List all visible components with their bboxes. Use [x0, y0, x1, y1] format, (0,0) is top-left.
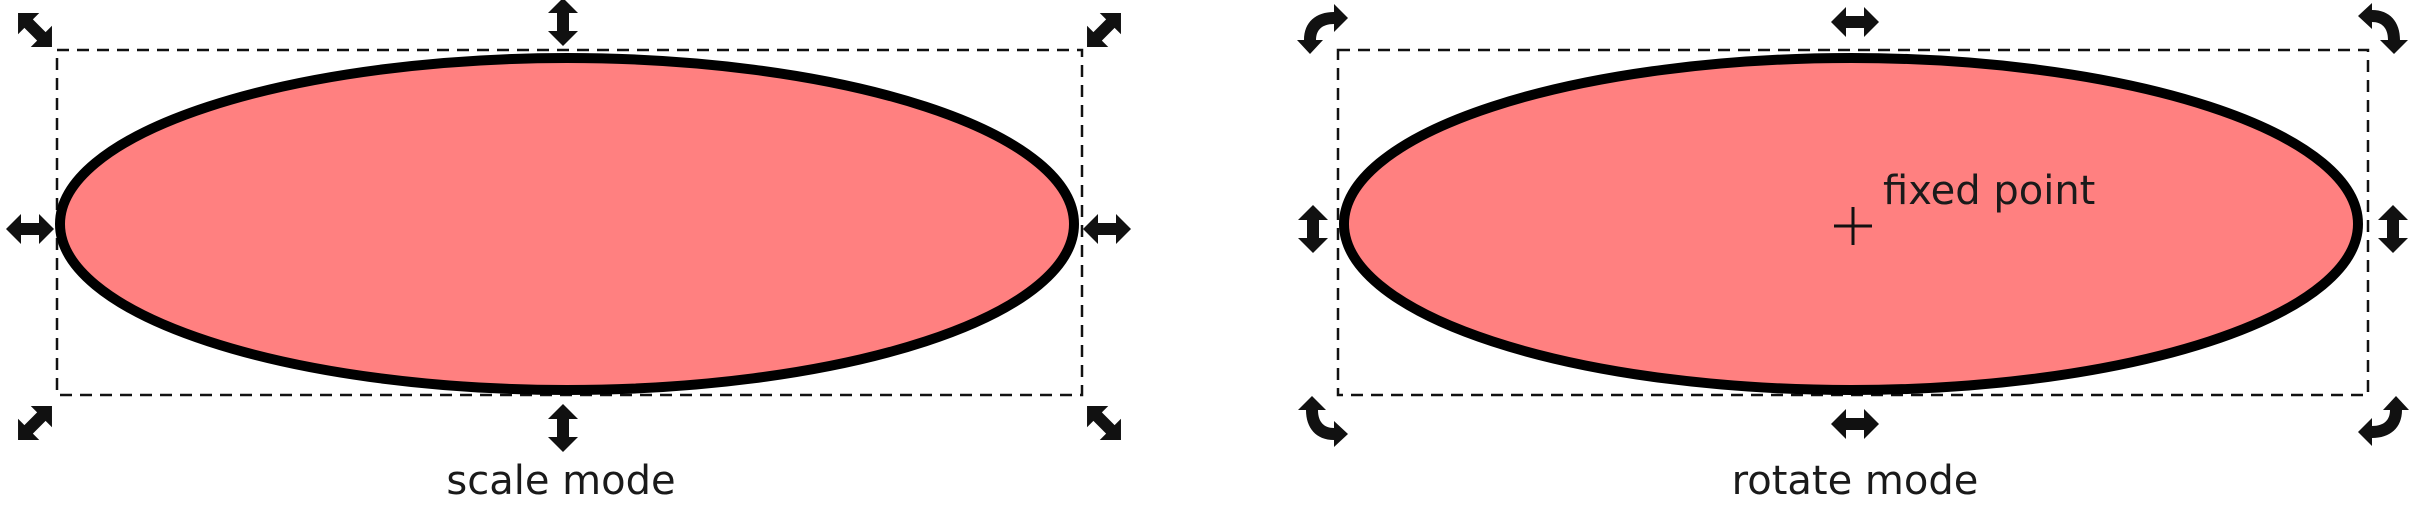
scale-horizontal-arrow-icon[interactable] [6, 214, 54, 244]
scale-mode-caption: scale mode [446, 458, 675, 504]
rotate-corner-arrow-icon[interactable] [1297, 4, 1348, 54]
scale-mode-panel: scale mode [6, 0, 1132, 504]
scale-horizontal-arrow-icon[interactable] [1083, 214, 1131, 244]
skew-vertical-arrow-icon[interactable] [2378, 205, 2408, 253]
rotate-mode-caption: rotate mode [1732, 458, 1979, 504]
scale-diagonal-arrow-icon[interactable] [1076, 395, 1132, 451]
fixed-point-crosshair-icon[interactable] [1834, 207, 1872, 245]
skew-horizontal-arrow-icon[interactable] [1831, 7, 1879, 37]
scale-diagonal-arrow-icon[interactable] [7, 2, 63, 58]
rotate-corner-arrow-icon[interactable] [1298, 396, 1348, 447]
skew-horizontal-arrow-icon[interactable] [1831, 409, 1879, 439]
rotate-corner-arrow-icon[interactable] [2358, 3, 2408, 54]
scale-diagonal-arrow-icon[interactable] [1076, 2, 1132, 58]
scale-vertical-arrow-icon[interactable] [548, 0, 578, 46]
scale-vertical-arrow-icon[interactable] [548, 404, 578, 452]
skew-vertical-arrow-icon[interactable] [1298, 205, 1328, 253]
rotate-mode-panel: fixed point rotate mode [1297, 3, 2409, 504]
fixed-point-label: fixed point [1883, 168, 2095, 214]
ellipse-object[interactable] [55, 53, 1079, 395]
selection-bounding-box [1336, 48, 2370, 397]
scale-diagonal-arrow-icon[interactable] [7, 395, 63, 451]
ellipse-object[interactable] [1339, 53, 2363, 395]
rotate-corner-arrow-icon[interactable] [2358, 396, 2409, 446]
